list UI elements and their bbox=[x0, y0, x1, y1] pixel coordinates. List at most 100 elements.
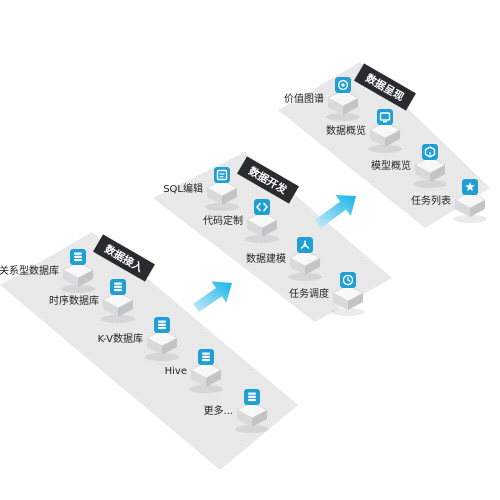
database-icon bbox=[154, 317, 170, 333]
node-label: 模型概览 bbox=[371, 159, 411, 172]
node-box-left bbox=[455, 200, 470, 217]
node-label: Hive bbox=[165, 366, 187, 377]
node-code-icon-2-2[interactable]: 代码定制 bbox=[203, 199, 279, 243]
node-box-top bbox=[102, 291, 134, 309]
node-label: 代码定制 bbox=[203, 214, 243, 227]
sql-icon bbox=[214, 167, 230, 183]
node-label: 数据概览 bbox=[326, 124, 366, 137]
node-box-top bbox=[190, 361, 222, 379]
stage-tag-bg bbox=[354, 63, 416, 111]
node-box-top bbox=[454, 191, 486, 209]
nodes-layer: 关系型数据库时序数据库K-V数据库Hive更多...SQL编辑代码定制数据建模任… bbox=[0, 77, 487, 433]
node-shadow bbox=[288, 273, 322, 281]
node-box-top bbox=[62, 261, 94, 279]
node-shadow bbox=[61, 285, 95, 293]
panel-texture bbox=[0, 232, 298, 470]
node-shadow bbox=[235, 425, 269, 433]
node-box-top bbox=[327, 89, 359, 107]
node-box-right bbox=[470, 200, 485, 217]
node-shadow bbox=[413, 180, 447, 188]
node-box-left bbox=[247, 220, 262, 237]
node-shadow bbox=[245, 235, 279, 243]
flow-arrow-1 bbox=[193, 281, 232, 313]
node-label: 价值图谱 bbox=[284, 92, 324, 105]
node-box-top bbox=[146, 329, 178, 347]
node-shadow bbox=[453, 215, 487, 223]
node-box-right bbox=[430, 165, 445, 182]
node-modeling-icon-2-3[interactable]: 数据建模 bbox=[246, 237, 322, 281]
node-shadow bbox=[326, 113, 360, 121]
node-box-right bbox=[222, 188, 237, 205]
node-overview-icon-3-2[interactable]: 数据概览 bbox=[326, 109, 402, 153]
node-shadow bbox=[205, 203, 239, 211]
stage-panel-1 bbox=[0, 232, 298, 470]
node-shadow bbox=[368, 145, 402, 153]
node-database-icon-1-1[interactable]: 关系型数据库 bbox=[0, 249, 95, 293]
schedule-icon bbox=[340, 272, 356, 288]
node-shadow bbox=[101, 315, 135, 323]
database-icon bbox=[244, 389, 260, 405]
node-box-right bbox=[78, 270, 93, 287]
node-label: K-V数据库 bbox=[98, 332, 143, 345]
node-shadow bbox=[189, 385, 223, 393]
node-database-icon-1-3[interactable]: K-V数据库 bbox=[98, 317, 179, 361]
node-label: 更多... bbox=[203, 404, 233, 417]
model-icon bbox=[422, 144, 438, 160]
node-box-left bbox=[63, 270, 78, 287]
stage-tag-bg bbox=[93, 234, 155, 282]
node-box-top bbox=[332, 284, 364, 302]
node-box-top bbox=[369, 121, 401, 139]
node-box-left bbox=[328, 98, 343, 115]
code-icon bbox=[254, 199, 270, 215]
node-box-right bbox=[118, 300, 133, 317]
node-label: 任务列表 bbox=[411, 194, 451, 207]
node-label: SQL编辑 bbox=[163, 182, 203, 195]
value-map-icon bbox=[335, 77, 351, 93]
node-label: 任务调度 bbox=[289, 287, 329, 300]
node-box-top bbox=[414, 156, 446, 174]
node-box-left bbox=[290, 258, 305, 275]
node-box-right bbox=[343, 98, 358, 115]
node-box-left bbox=[207, 188, 222, 205]
arrows-layer bbox=[193, 195, 356, 313]
node-star-icon-3-4[interactable]: 任务列表 bbox=[411, 179, 487, 223]
node-box-right bbox=[305, 258, 320, 275]
database-icon bbox=[198, 349, 214, 365]
node-box-left bbox=[237, 410, 252, 427]
node-box-left bbox=[103, 300, 118, 317]
node-box-left bbox=[147, 338, 162, 355]
node-shadow bbox=[331, 308, 365, 316]
node-box-left bbox=[415, 165, 430, 182]
node-box-right bbox=[206, 370, 221, 387]
node-model-icon-3-3[interactable]: 模型概览 bbox=[371, 144, 447, 188]
flow-arrow-2 bbox=[315, 195, 356, 228]
database-icon bbox=[110, 279, 126, 295]
node-database-icon-1-2[interactable]: 时序数据库 bbox=[49, 279, 135, 323]
node-schedule-icon-2-4[interactable]: 任务调度 bbox=[289, 272, 365, 316]
node-box-top bbox=[206, 179, 238, 197]
node-box-top bbox=[236, 401, 268, 419]
node-label: 数据建模 bbox=[246, 252, 286, 265]
node-box-right bbox=[262, 220, 277, 237]
stage-tag-bg bbox=[237, 156, 299, 204]
node-box-right bbox=[385, 130, 400, 147]
node-label: 关系型数据库 bbox=[0, 264, 59, 277]
node-box-right bbox=[348, 293, 363, 310]
node-value-map-icon-3-1[interactable]: 价值图谱 bbox=[284, 77, 360, 121]
node-box-left bbox=[370, 130, 385, 147]
node-box-top bbox=[289, 249, 321, 267]
database-icon bbox=[70, 249, 86, 265]
star-icon bbox=[462, 179, 478, 195]
node-sql-icon-2-1[interactable]: SQL编辑 bbox=[163, 167, 239, 211]
node-box-right bbox=[252, 410, 267, 427]
node-label: 时序数据库 bbox=[49, 294, 99, 307]
node-box-top bbox=[246, 211, 278, 229]
node-box-left bbox=[333, 293, 348, 310]
node-box-right bbox=[162, 338, 177, 355]
node-database-icon-1-4[interactable]: Hive bbox=[165, 349, 223, 393]
overview-icon bbox=[377, 109, 393, 125]
node-database-icon-1-5[interactable]: 更多... bbox=[203, 389, 269, 433]
